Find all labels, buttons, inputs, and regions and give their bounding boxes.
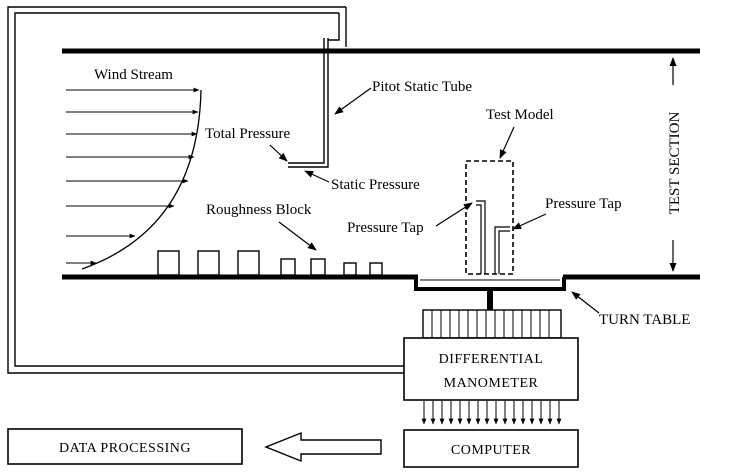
return-duct-outer: [7, 6, 404, 374]
output-arrow: [264, 431, 382, 463]
pressure-tap-tube-right: [494, 226, 510, 274]
computer-box: [403, 429, 579, 468]
pitot-static-tube-pointer: [334, 87, 372, 115]
data-processing-box: [7, 428, 243, 465]
test-model-label: Test Model: [486, 107, 554, 123]
data-processing-label: DATA PROCESSING: [59, 441, 191, 456]
roughness-block-label: Roughness Block: [206, 202, 312, 218]
tube-bundle-lines: [431, 310, 550, 338]
test-section-label: TEST SECTION: [667, 112, 683, 215]
differential-manometer-line1: DIFFERENTIAL: [439, 352, 544, 367]
signal-arrows: [421, 401, 562, 425]
differential-manometer-box: [403, 337, 579, 401]
pressure-tap-right-pointer: [512, 213, 547, 230]
pressure-tap-right-label: Pressure Tap: [545, 196, 622, 212]
differential-manometer-line2: MANOMETER: [444, 376, 539, 391]
test-model-pointer: [499, 126, 515, 159]
pressure-tap-left-label: Pressure Tap: [347, 220, 424, 236]
turn-table-pointer: [571, 291, 600, 314]
static-pressure-label: Static Pressure: [331, 177, 420, 193]
pressure-tap-left-pointer: [435, 202, 473, 227]
pressure-tap-tube-left: [476, 200, 486, 274]
total-pressure-label: Total Pressure: [205, 126, 291, 142]
roughness-block-pointer: [278, 221, 317, 251]
pitot-static-tube: [288, 38, 329, 168]
test-model: [465, 160, 514, 275]
total-pressure-pointer: [269, 144, 288, 162]
wind-stream-arrows: [66, 87, 200, 266]
turn-table: [414, 277, 566, 291]
velocity-profile-curve: [81, 89, 202, 270]
computer-label: COMPUTER: [451, 443, 531, 458]
turn-table-shaft: [487, 289, 493, 310]
static-pressure-pointer: [304, 170, 330, 183]
wind-stream-label: Wind Stream: [94, 67, 173, 83]
roughness-blocks: [157, 250, 383, 276]
return-duct-inner: [14, 12, 404, 367]
pitot-static-tube-label: Pitot Static Tube: [372, 79, 472, 95]
turn-table-label: TURN TABLE: [599, 312, 690, 328]
